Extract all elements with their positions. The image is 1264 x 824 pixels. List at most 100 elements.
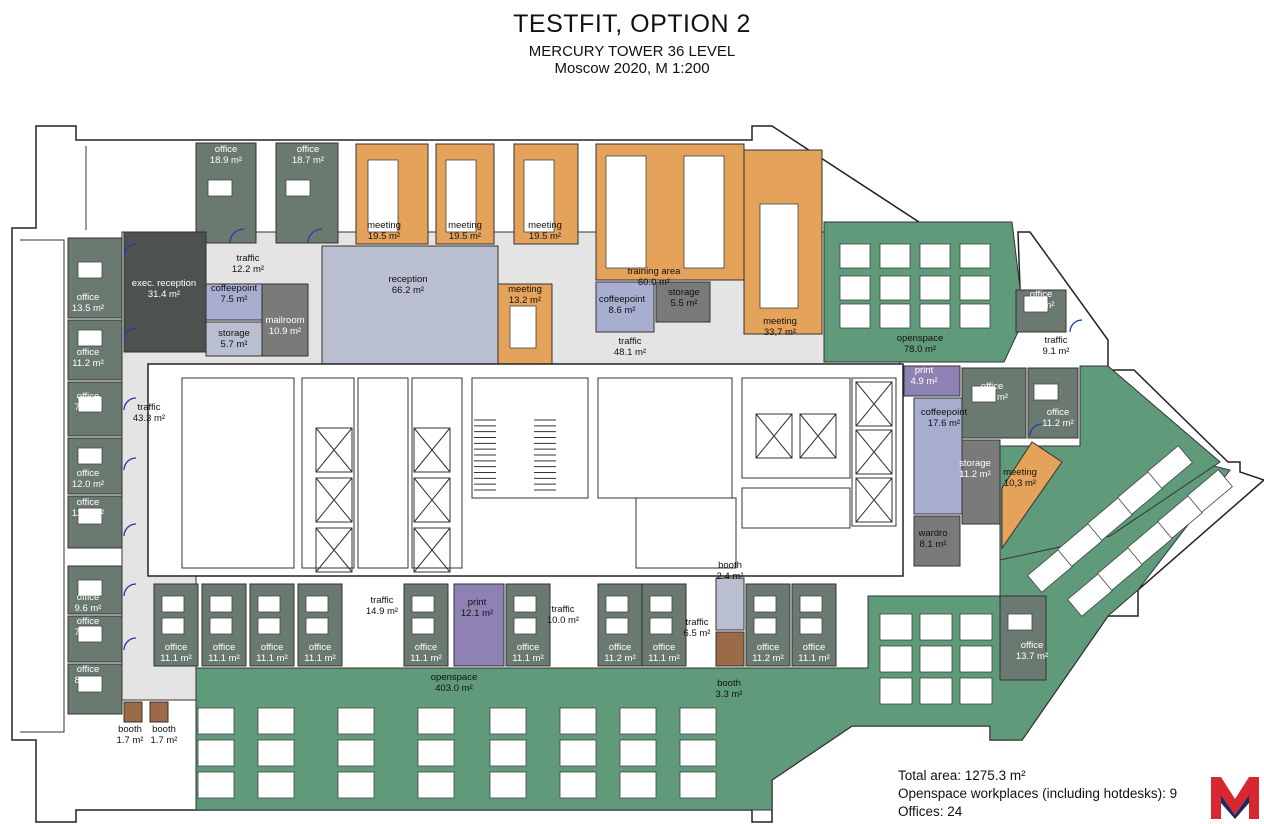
door-swing [123, 523, 137, 537]
office-desk [305, 595, 329, 613]
room-area-openspace-403: 403.0 m² [435, 683, 473, 694]
office-desk [77, 261, 103, 279]
office-desk [971, 385, 997, 403]
openspace-desk [879, 275, 911, 301]
office-desk [513, 595, 537, 613]
room-area-coffeepoint-86: 8.6 m² [609, 305, 636, 316]
room-name-office-74: office [77, 391, 100, 402]
offices-count: Offices: 24 [898, 804, 963, 819]
room-area-booth-24: 2.4 m² [717, 571, 744, 582]
office-desk [77, 447, 103, 465]
openspace-workplaces: Openspace workplaces (including hotdesks… [898, 786, 1178, 801]
room-area-bottom-office: 11.1 m² [256, 653, 288, 664]
elevator-cross [855, 381, 893, 427]
room-area-coffeepoint-75: 7.5 m² [221, 294, 248, 305]
room-area-reception: 66.2 m² [392, 285, 424, 296]
total-area: Total area: 1275.3 m² [898, 768, 1026, 783]
room-name-booth-33: booth [717, 678, 741, 689]
office-desk [411, 617, 435, 635]
room-name-office-112-right: office [1047, 407, 1070, 418]
room-area-office-87-top: 8.7 m² [1028, 300, 1055, 311]
room-coffeepoint-176 [913, 397, 963, 515]
elevator-shaft [855, 381, 893, 427]
room-name-booth-17-a: booth [118, 724, 142, 735]
room-area-bottom-office: 11.1 m² [208, 653, 240, 664]
openspace-desk [619, 739, 657, 767]
room-name-office-120-a: office [77, 468, 100, 479]
openspace-desk [959, 243, 991, 269]
openspace-desk [879, 303, 911, 329]
room-wardrobe [913, 515, 961, 567]
room-area-print-121: 12.1 m² [461, 608, 493, 619]
office-desk [753, 617, 777, 635]
openspace-desk [337, 707, 375, 735]
openspace-desk [489, 739, 527, 767]
openspace-desk [679, 707, 717, 735]
room-area-office-96: 9.6 m² [75, 603, 102, 614]
elevator-shaft [413, 427, 451, 473]
room-area-traffic-433: 43.3 m² [133, 413, 165, 424]
room-name-office-137: office [1021, 640, 1044, 651]
room-reception [321, 245, 499, 365]
room-storage-112 [961, 439, 1001, 525]
office-desk [649, 617, 673, 635]
openspace-desk [489, 771, 527, 799]
openspace-zone-east [999, 365, 1221, 561]
openspace-desk [919, 645, 953, 673]
room-area-training: 60.0 m² [638, 277, 670, 288]
openspace-desk [1187, 469, 1233, 513]
openspace-desk [559, 771, 597, 799]
conference-table [509, 305, 537, 349]
office-desk [209, 617, 233, 635]
elevator-shaft [855, 477, 893, 523]
elevator-cross [755, 413, 793, 459]
room-area-bottom-office: 11.1 m² [304, 653, 336, 664]
openspace-desk [619, 771, 657, 799]
door-swing [123, 327, 137, 341]
door-swing [1069, 319, 1083, 333]
room-name-bottom-office: office [213, 642, 236, 653]
room-area-office-120-b: 12.0 m² [72, 508, 104, 519]
room-coffeepoint-75 [205, 283, 263, 321]
room-area-office-87-left: 8.7 m² [75, 675, 102, 686]
room-area-office-74: 7.4 m² [75, 402, 102, 413]
elevator-shaft [315, 527, 353, 573]
openspace-desk [197, 771, 235, 799]
office-desk [77, 329, 103, 347]
room-area-coffeepoint-176: 17.6 m² [928, 418, 960, 429]
conference-table [605, 155, 647, 269]
door-swing [123, 583, 137, 597]
openspace-desk [839, 243, 871, 269]
openspace-desk [197, 707, 235, 735]
office-desk [305, 617, 329, 635]
elevator-cross [855, 477, 893, 523]
room-name-traffic-100: traffic [551, 604, 574, 615]
room-area-traffic-65: 6.5 m² [684, 628, 711, 639]
openspace-desk [257, 739, 295, 767]
room-print-121 [453, 583, 505, 667]
openspace-desk [919, 275, 951, 301]
office-desk [799, 595, 823, 613]
office-desk [411, 595, 435, 613]
openspace-desk [257, 707, 295, 735]
conference-table [523, 159, 555, 233]
room-mailroom [261, 283, 309, 357]
elevator-shaft [315, 427, 353, 473]
room-storage-55 [655, 281, 711, 323]
area-summary: Total area: 1275.3 m² Openspace workplac… [898, 767, 1177, 821]
room-storage-57 [205, 321, 263, 357]
room-name-office-112-left: office [77, 347, 100, 358]
room-area-meeting-103: 10,3 m² [1004, 478, 1036, 489]
room-name-traffic-481: traffic [618, 336, 641, 347]
room-area-openspace-78: 78.0 m² [904, 344, 936, 355]
room-name-meeting-337: meeting [763, 316, 797, 327]
room-area-storage-55: 5.5 m² [671, 298, 698, 309]
office-desk [77, 507, 103, 525]
office-desk [605, 595, 629, 613]
door-swing [307, 228, 323, 244]
elevator-cross [315, 427, 353, 473]
openspace-desk [839, 303, 871, 329]
room-office-112-right [1027, 367, 1079, 439]
room-area-wardrobe: 8.1 m² [920, 539, 947, 550]
